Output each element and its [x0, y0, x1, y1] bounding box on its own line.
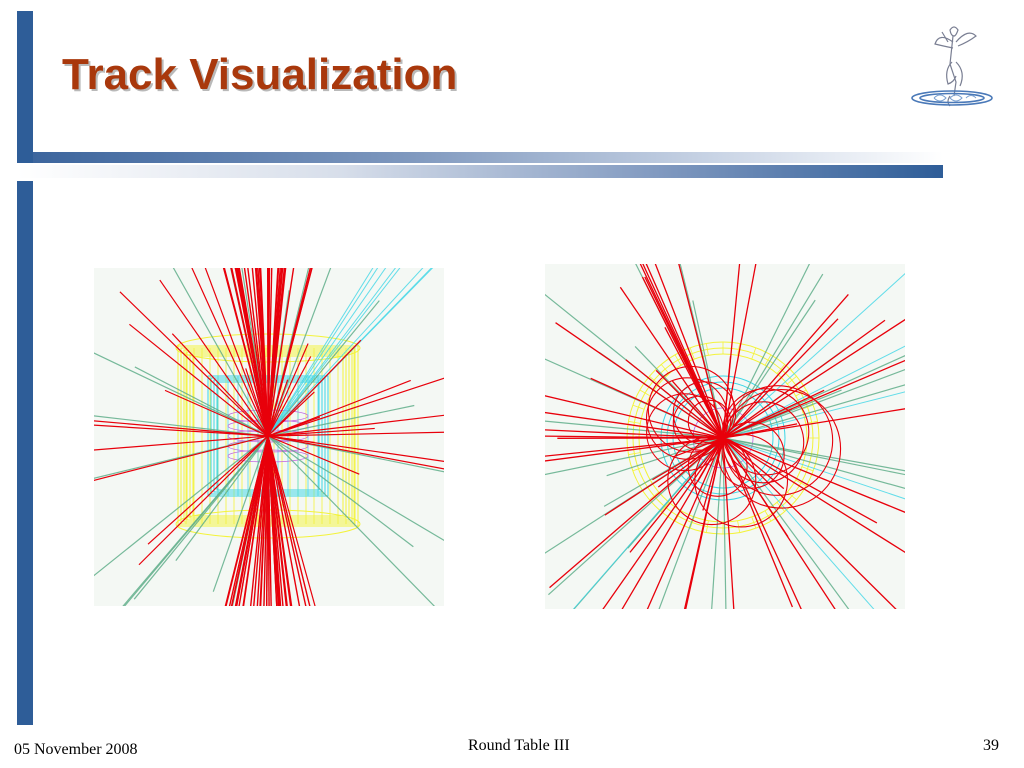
title-rule-lower	[17, 165, 943, 178]
winged-figure-logo-icon	[906, 22, 998, 128]
footer-event-name: Round Table III	[468, 737, 570, 754]
title-rule-upper	[33, 152, 943, 163]
footer-date: 05 November 2008	[14, 741, 138, 758]
accent-bar-top	[17, 11, 33, 163]
slide-title: Track Visualization	[62, 50, 458, 99]
event-display-end-view-icon	[545, 264, 905, 609]
event-display-side-view-icon	[94, 268, 444, 606]
accent-bar-bottom	[17, 181, 33, 725]
event-display-end-view	[545, 264, 905, 609]
page-number: 39	[983, 737, 999, 754]
event-display-side-view	[94, 268, 444, 606]
